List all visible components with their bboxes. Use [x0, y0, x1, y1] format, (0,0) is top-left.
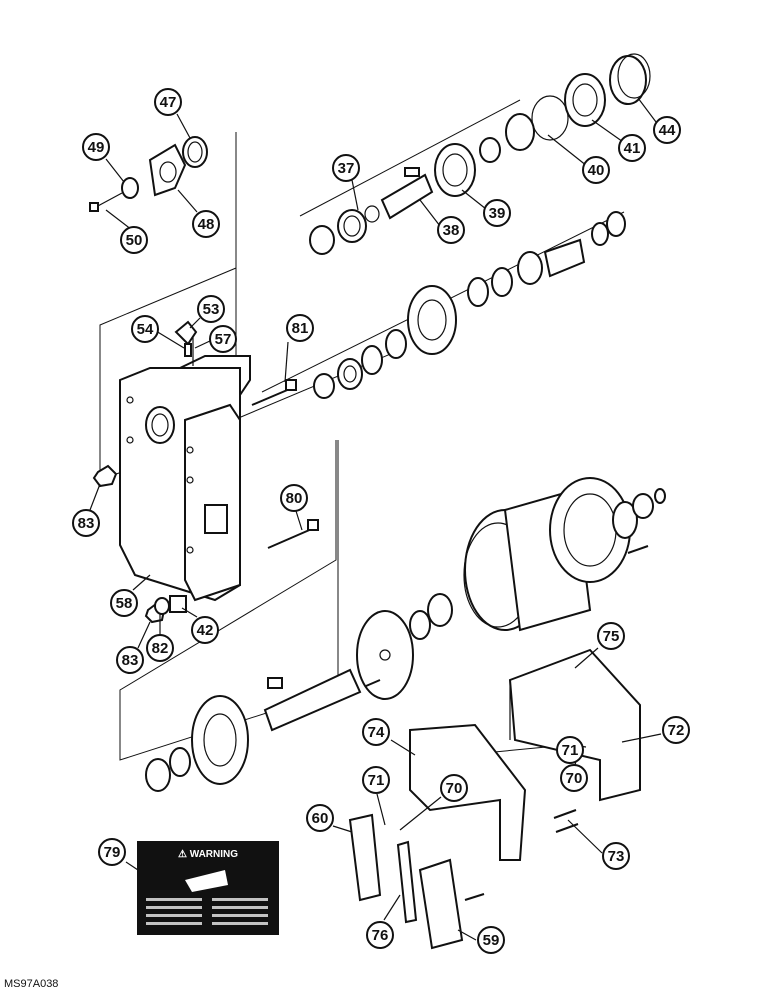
svg-text:41: 41 — [624, 140, 641, 157]
warning-title: ⚠ WARNING — [178, 849, 238, 860]
svg-text:80: 80 — [286, 490, 303, 507]
callout-74: 74 — [362, 718, 390, 746]
upper-gear — [434, 143, 476, 197]
callout-70-lower: 70 — [440, 774, 468, 802]
callout-79: 79 — [98, 838, 126, 866]
svg-text:60: 60 — [312, 810, 329, 827]
svg-text:73: 73 — [608, 848, 625, 865]
svg-text:47: 47 — [160, 94, 177, 111]
svg-text:76: 76 — [372, 927, 389, 944]
callout-83-upper: 83 — [72, 509, 100, 537]
svg-text:75: 75 — [603, 628, 620, 645]
callout-72: 72 — [662, 716, 690, 744]
svg-text:57: 57 — [215, 331, 232, 348]
callout-40: 40 — [582, 156, 610, 184]
svg-text:71: 71 — [562, 742, 579, 759]
svg-text:42: 42 — [197, 622, 214, 639]
svg-text:44: 44 — [659, 122, 676, 139]
callout-47: 47 — [154, 88, 182, 116]
svg-text:48: 48 — [198, 216, 215, 233]
svg-text:50: 50 — [126, 232, 143, 249]
callout-44: 44 — [653, 116, 681, 144]
callout-71-right: 71 — [556, 736, 584, 764]
callout-53: 53 — [197, 295, 225, 323]
svg-text:39: 39 — [489, 205, 506, 222]
svg-text:70: 70 — [446, 780, 463, 797]
svg-text:83: 83 — [78, 515, 95, 532]
callout-60: 60 — [306, 804, 334, 832]
svg-text:53: 53 — [203, 301, 220, 318]
svg-text:74: 74 — [368, 724, 385, 741]
svg-text:38: 38 — [443, 222, 460, 239]
guard-assembly — [348, 648, 641, 950]
callout-37: 37 — [332, 154, 360, 182]
lower-shaft-group — [145, 610, 414, 792]
callout-39: 39 — [483, 199, 511, 227]
callout-76: 76 — [366, 921, 394, 949]
gearbox-housing — [119, 334, 251, 602]
callout-48: 48 — [192, 210, 220, 238]
warning-decal: ⚠ WARNING — [137, 841, 279, 935]
callout-54: 54 — [131, 315, 159, 343]
svg-text:37: 37 — [338, 160, 355, 177]
callout-83-lower: 83 — [116, 646, 144, 674]
callout-58: 58 — [110, 589, 138, 617]
leader-lines — [89, 97, 662, 941]
svg-text:49: 49 — [88, 139, 105, 156]
figure-id: MS97A038 — [4, 978, 59, 990]
callout-49: 49 — [82, 133, 110, 161]
middle-gear — [407, 285, 457, 355]
callout-80: 80 — [280, 484, 308, 512]
svg-text:40: 40 — [588, 162, 605, 179]
callout-57: 57 — [209, 325, 237, 353]
callout-42: 42 — [191, 616, 219, 644]
svg-text:72: 72 — [668, 722, 685, 739]
svg-text:71: 71 — [368, 772, 385, 789]
bolts — [251, 379, 319, 549]
svg-text:83: 83 — [122, 652, 139, 669]
svg-text:81: 81 — [292, 320, 309, 337]
lower-gear — [191, 695, 249, 785]
svg-text:79: 79 — [104, 844, 121, 861]
callout-41: 41 — [618, 134, 646, 162]
callout-71-lower: 71 — [362, 766, 390, 794]
callout-82: 82 — [146, 634, 174, 662]
upper-shaft-group — [309, 53, 651, 255]
yoke-assembly — [89, 136, 208, 212]
callout-81: 81 — [286, 314, 314, 342]
svg-text:82: 82 — [152, 640, 169, 657]
bell-housing — [409, 477, 666, 640]
middle-shaft-group — [313, 211, 626, 399]
callout-73: 73 — [602, 842, 630, 870]
callout-50: 50 — [120, 226, 148, 254]
svg-text:70: 70 — [566, 770, 583, 787]
callout-70-right: 70 — [560, 764, 588, 792]
svg-text:54: 54 — [137, 321, 154, 338]
svg-text:59: 59 — [483, 932, 500, 949]
svg-text:58: 58 — [116, 595, 133, 612]
callout-75: 75 — [597, 622, 625, 650]
callout-38: 38 — [437, 216, 465, 244]
callout-59: 59 — [477, 926, 505, 954]
